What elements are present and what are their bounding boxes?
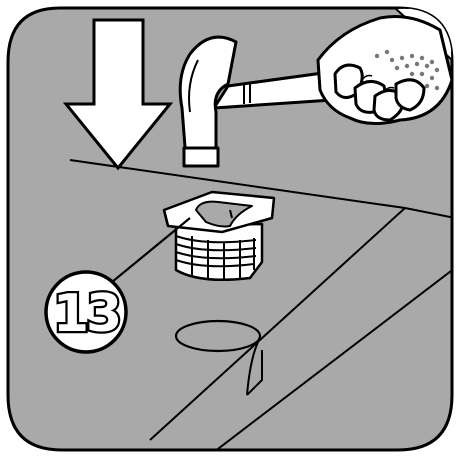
part-number-callout: 13: [46, 272, 126, 352]
part-number-label: 13: [53, 284, 119, 344]
cam-lock-housing-icon: [164, 192, 274, 280]
